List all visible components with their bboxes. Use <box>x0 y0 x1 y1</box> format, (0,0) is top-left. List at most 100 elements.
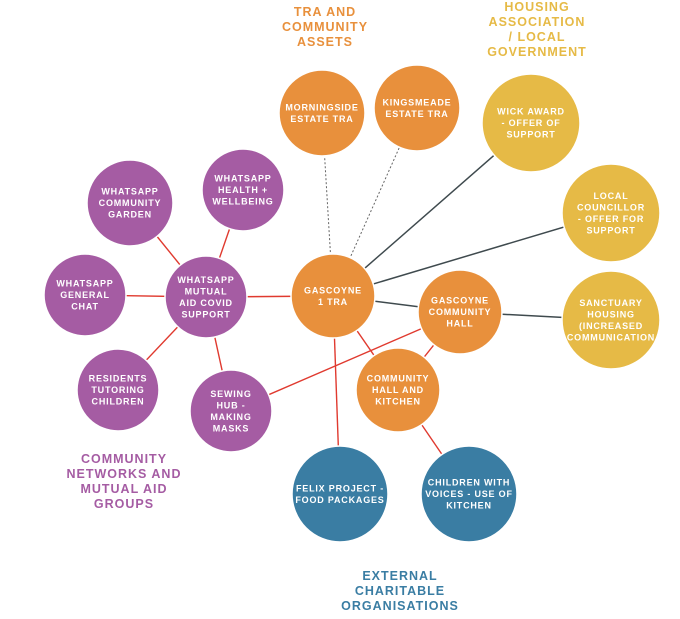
node-circle <box>291 445 389 543</box>
node-wick-award: WICK AWARD- OFFER OF SUPPORT <box>481 73 581 173</box>
group-label-line: GROUPS <box>94 497 154 511</box>
group-label-line: EXTERNAL <box>362 569 437 583</box>
node-label-line: (INCREASED <box>579 321 643 331</box>
node-label-line: - OFFER OF <box>502 118 561 128</box>
node-label-line: ESTATE TRA <box>290 114 353 124</box>
node-label-line: KINGSMEADE <box>382 97 451 107</box>
group-label-line: COMMUNITY <box>282 20 368 34</box>
node-circle <box>164 255 248 339</box>
node-label-line: MORNINGSIDE <box>285 102 358 112</box>
node-label-line: MAKING <box>210 412 251 422</box>
node-label-line: WHATSAPP <box>177 275 234 285</box>
node-label-line: HALL <box>446 319 473 329</box>
node-kingsmeade-estate-tra: KINGSMEADE ESTATE TRA <box>373 64 461 152</box>
node-felix-project: FELIX PROJECT - FOOD PACKAGES <box>291 445 389 543</box>
node-circle <box>373 64 461 152</box>
group-label-line: COMMUNITY <box>81 452 167 466</box>
node-circle <box>43 253 127 337</box>
group-label-line: ORGANISATIONS <box>341 599 459 613</box>
node-label-line: WELLBEING <box>212 197 273 207</box>
node-label-line: HUB - <box>217 400 246 410</box>
node-label-line: RESIDENTS <box>89 374 148 384</box>
group-label-line: HOUSING <box>504 0 569 14</box>
node-label-line: COMMUNITY <box>429 307 492 317</box>
node-label-line: SEWING <box>210 389 251 399</box>
node-label-line: VOICES - USE OF <box>425 489 513 499</box>
node-circle <box>561 163 661 263</box>
node-label-line: COMMUNITY <box>367 374 430 384</box>
node-label-line: CHILDREN WITH <box>428 478 510 488</box>
node-label-line: KITCHEN <box>446 501 492 511</box>
node-label-line: SUPPORT <box>506 130 555 140</box>
node-morningside-estate-tra: MORNINGSIDE ESTATE TRA <box>278 69 366 157</box>
node-circle <box>355 347 441 433</box>
node-label-line: MUTUAL <box>185 286 228 296</box>
node-label-line: GASCOYNE <box>431 296 489 306</box>
node-label-line: CHAT <box>71 302 99 312</box>
group-label-line: GOVERNMENT <box>487 45 587 59</box>
node-label-line: ESTATE TRA <box>385 109 448 119</box>
node-circle <box>76 348 160 432</box>
node-label-line: WHATSAPP <box>214 174 271 184</box>
group-label-line: / LOCAL <box>509 30 566 44</box>
node-label-line: CHILDREN <box>92 397 145 407</box>
node-label-line: GASCOYNE <box>304 285 362 295</box>
node-label-line: HEALTH + <box>218 185 268 195</box>
node-circle <box>420 445 518 543</box>
node-label-line: HOUSING <box>587 309 635 319</box>
node-label-line: COMMUNITY <box>99 198 162 208</box>
node-label-line: WICK AWARD <box>497 107 565 117</box>
node-circle <box>481 73 581 173</box>
node-label-line: FELIX PROJECT - <box>296 483 384 493</box>
node-circle <box>201 148 285 232</box>
node-label-line: MASKS <box>213 423 250 433</box>
group-label-line: NETWORKS AND <box>66 467 181 481</box>
node-circle <box>189 369 273 453</box>
node-label-line: HALL AND <box>372 385 424 395</box>
node-circle <box>278 69 366 157</box>
node-label-line: GARDEN <box>108 210 152 220</box>
node-label-line: - OFFER FOR <box>578 214 644 224</box>
node-label-line: LOCAL <box>594 191 629 201</box>
node-label-line: FOOD PACKAGES <box>295 495 384 505</box>
node-circle <box>561 270 661 370</box>
node-label-line: 1 TRA <box>318 297 348 307</box>
node-label-line: SANCTUARY <box>579 298 642 308</box>
group-label-line: CHARITABLE <box>355 584 445 598</box>
node-circle <box>417 269 503 355</box>
node-label-line: COMMUNICATION <box>567 332 655 342</box>
node-label-line: SUPPORT <box>181 309 230 319</box>
node-label-line: AID COVID <box>179 298 233 308</box>
group-labels-layer: TRA ANDCOMMUNITYASSETSHOUSINGASSOCIATION… <box>66 0 587 613</box>
node-gascoyne-1-tra: GASCOYNE 1 TRA <box>290 253 376 339</box>
node-label-line: COUNCILLOR <box>577 202 645 212</box>
group-label-line: MUTUAL AID <box>80 482 167 496</box>
group-label-line: ASSETS <box>297 35 353 49</box>
node-label-line: SUPPORT <box>586 225 635 235</box>
node-circle <box>86 159 174 247</box>
node-label-line: GENERAL <box>60 290 110 300</box>
group-label-line: TRA AND <box>294 5 356 19</box>
node-label-line: KITCHEN <box>375 397 421 407</box>
group-label-line: ASSOCIATION <box>489 15 586 29</box>
node-circle <box>290 253 376 339</box>
node-label-line: TUTORING <box>91 385 144 395</box>
node-label-line: WHATSAPP <box>56 279 113 289</box>
